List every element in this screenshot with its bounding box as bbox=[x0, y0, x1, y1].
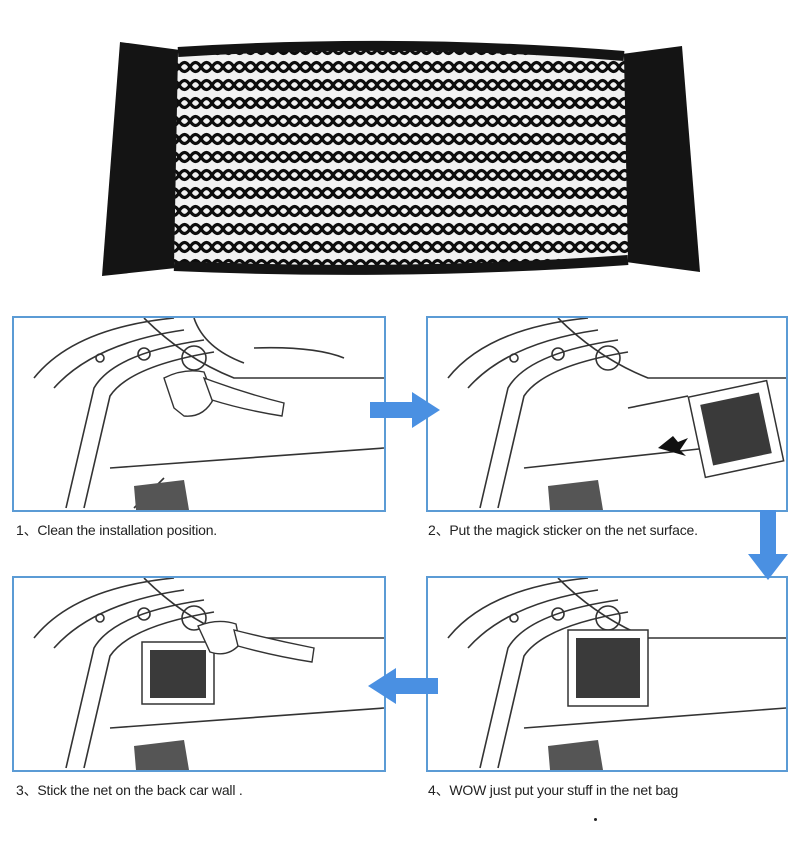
step-1-illustration bbox=[12, 316, 386, 512]
arrow-left-icon bbox=[368, 668, 438, 704]
step-3-caption: 3、Stick the net on the back car wall . bbox=[16, 782, 243, 798]
step-3-illustration bbox=[12, 576, 386, 772]
cargo-net-product-image bbox=[102, 40, 700, 278]
arrow-right-icon bbox=[370, 392, 440, 428]
step-2-illustration bbox=[426, 316, 788, 512]
arrow-down-icon bbox=[748, 510, 788, 580]
decorative-dot bbox=[594, 818, 597, 821]
step-1-caption: 1、Clean the installation position. bbox=[16, 522, 217, 538]
step-4-caption: 4、WOW just put your stuff in the net bag bbox=[428, 782, 679, 798]
step-2-caption: 2、Put the magick sticker on the net surf… bbox=[428, 522, 698, 538]
step-4-illustration bbox=[426, 576, 788, 772]
